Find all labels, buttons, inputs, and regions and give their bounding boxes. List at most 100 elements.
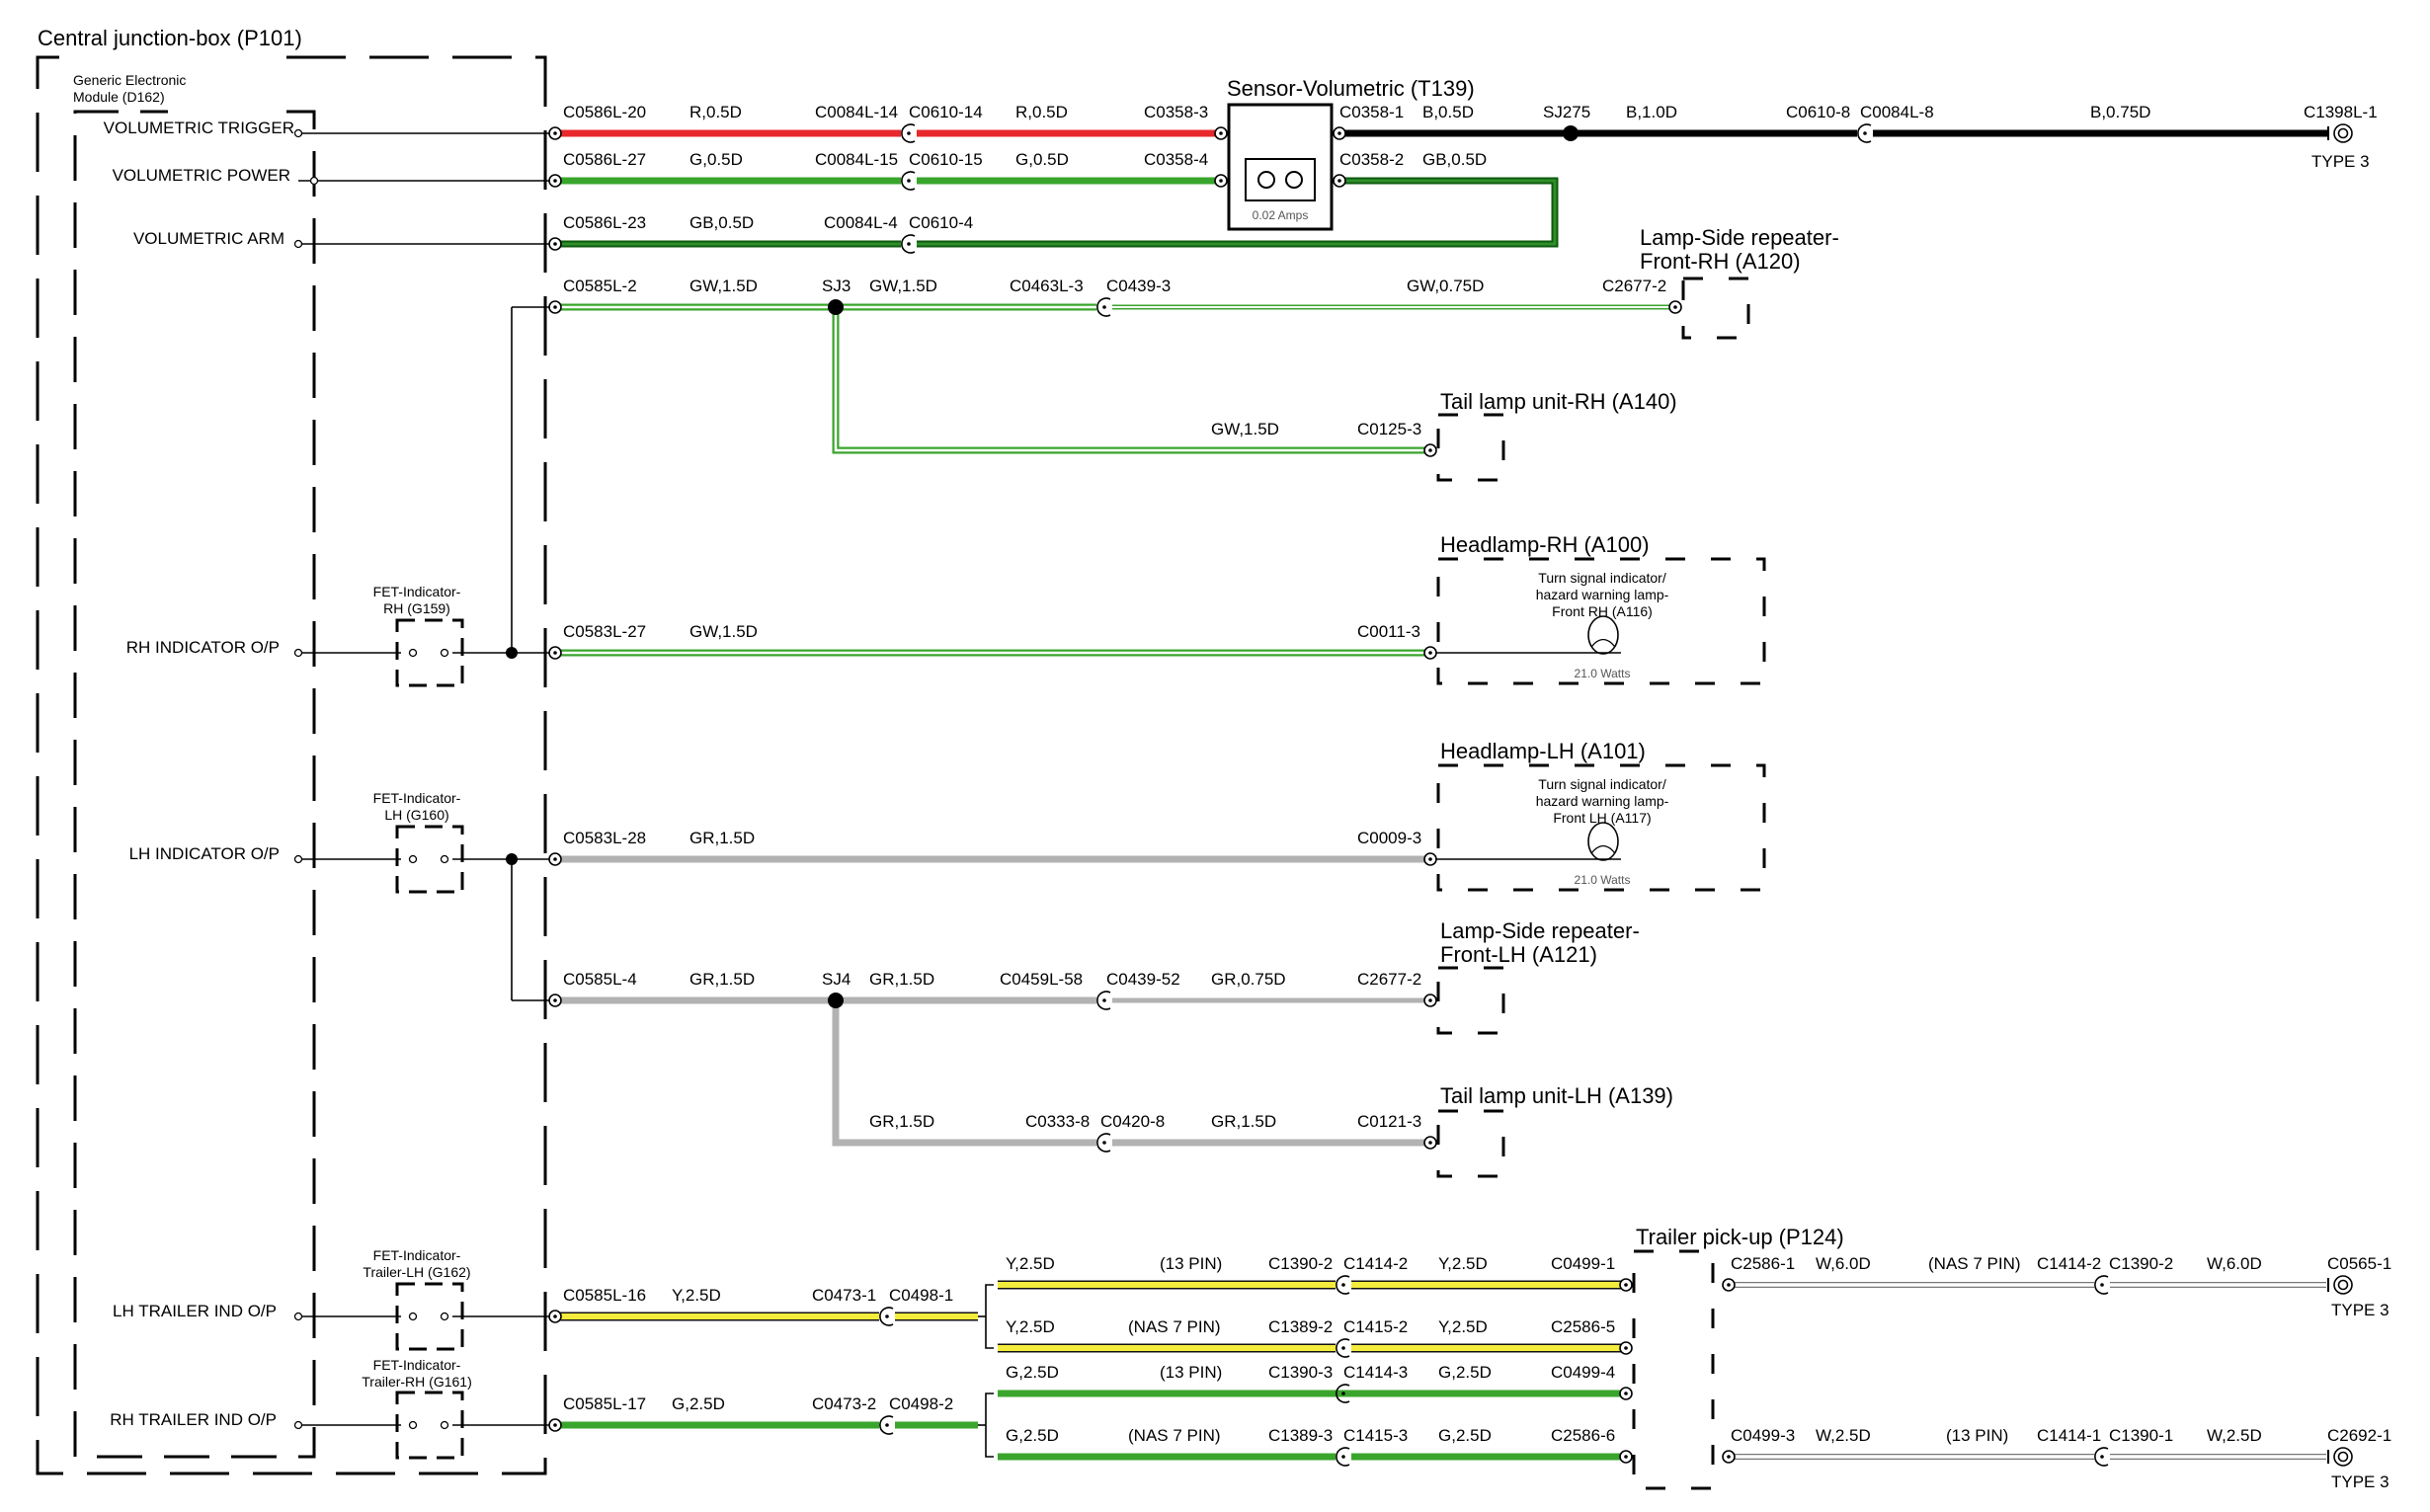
label-r6-a: C0583L-27 [563, 622, 646, 641]
label-t1-f: (13 PIN) [1160, 1254, 1222, 1273]
fet-rh-code: RH (G159) [383, 600, 450, 616]
type3-terminal-2 [2327, 1275, 2353, 1295]
label-t4-j: C1414-1 [2037, 1426, 2101, 1445]
label-t1-d: C0498-1 [889, 1286, 953, 1305]
bulb-rh-line2: hazard warning lamp- [1536, 587, 1669, 602]
repeater-rh-subtitle: Front-RH (A120) [1640, 249, 1801, 274]
label-r7-c: C0009-3 [1357, 829, 1421, 847]
label-t1-i: Y,2.5D [1438, 1254, 1488, 1273]
pin-volumetric-power: VOLUMETRIC POWER [113, 166, 290, 185]
tail-lh-title: Tail lamp unit-LH (A139) [1440, 1083, 1673, 1108]
type3-terminal-3 [2327, 1447, 2353, 1467]
label-r3-d: C0610-4 [909, 213, 973, 232]
wire-white-trailer [1729, 1282, 2326, 1460]
label-t4-c: C1389-3 [1268, 1426, 1333, 1445]
junction-dot-lh [506, 853, 518, 865]
label-t4-k: C1390-1 [2109, 1426, 2173, 1445]
label-r2-e: G,0.5D [1015, 150, 1069, 169]
repeater-rh-title: Lamp-Side repeater- [1640, 225, 1839, 250]
label-t3-c: C0473-2 [812, 1394, 876, 1413]
label-r8-f: C0439-52 [1106, 970, 1180, 989]
label-r1-e: R,0.5D [1015, 103, 1068, 121]
wire-gb-arm [555, 177, 1559, 248]
label-t2-b: (NAS 7 PIN) [1128, 1317, 1221, 1336]
junction-box-title: Central junction-box (P101) [38, 26, 302, 50]
label-r1-n: C1398L-1 [2304, 103, 2378, 121]
label-t4-b: (NAS 7 PIN) [1128, 1426, 1221, 1445]
bulb-rh-line3: Front RH (A116) [1552, 603, 1653, 619]
label-t1-g: C1390-2 [1268, 1254, 1333, 1273]
trailer-branch-brackets [978, 1284, 994, 1458]
label-t3-a: C0585L-17 [563, 1394, 646, 1413]
label-t4-h: W,2.5D [1816, 1426, 1871, 1445]
label-r1-h: B,0.5D [1422, 103, 1474, 121]
label-r1-f: C0358-3 [1144, 103, 1208, 121]
label-t3-h: C1414-3 [1343, 1363, 1408, 1382]
label-r3-a: C0586L-23 [563, 213, 646, 232]
label-t1-a: C0585L-16 [563, 1286, 646, 1305]
label-t1-r: TYPE 3 [2331, 1301, 2390, 1319]
headlamp-lh-title: Headlamp-LH (A101) [1440, 739, 1646, 763]
label-t4-a: G,2.5D [1006, 1426, 1059, 1445]
label-t1-j: C0499-1 [1551, 1254, 1615, 1273]
bulb-lh-line2: hazard warning lamp- [1536, 793, 1669, 809]
label-t1-q: C0565-1 [2327, 1254, 2391, 1273]
pin-rh-indicator: RH INDICATOR O/P [126, 638, 280, 657]
label-r9-e: C0121-3 [1357, 1112, 1421, 1131]
label-r1-j: B,1.0D [1626, 103, 1677, 121]
label-r8-a: C0585L-4 [563, 970, 637, 989]
label-r8-g: GR,0.75D [1211, 970, 1286, 989]
label-r1-b: R,0.5D [689, 103, 742, 121]
label-r8-c: SJ4 [822, 970, 850, 989]
bulb-lh-line3: Front LH (A117) [1553, 810, 1651, 826]
label-t3-j: C0499-4 [1551, 1363, 1615, 1382]
bulb-rh-line1: Turn signal indicator/ [1538, 570, 1666, 586]
label-r8-d: GR,1.5D [869, 970, 934, 989]
sensor-title: Sensor-Volumetric (T139) [1227, 76, 1475, 101]
label-r4-e: C0463L-3 [1010, 277, 1084, 295]
label-t3-f: (13 PIN) [1160, 1363, 1222, 1382]
label-r9-d: GR,1.5D [1211, 1112, 1276, 1131]
label-t1-m: (NAS 7 PIN) [1928, 1254, 2021, 1273]
label-t1-p: W,6.0D [2207, 1254, 2262, 1273]
label-t4-e: G,2.5D [1438, 1426, 1492, 1445]
label-r1-d: C0610-14 [909, 103, 983, 121]
label-t1-h: C1414-2 [1343, 1254, 1408, 1273]
fet-trailer-lh-label: FET-Indicator- [373, 1247, 461, 1263]
label-t4-l: W,2.5D [2207, 1426, 2262, 1445]
fet-trailer-lh: FET-Indicator- Trailer-LH (G162) [363, 1247, 471, 1351]
label-t4-g: C0499-3 [1731, 1426, 1795, 1445]
label-t4-f: C2586-6 [1551, 1426, 1615, 1445]
label-t3-e: G,2.5D [1006, 1363, 1059, 1382]
label-t3-g: C1390-3 [1268, 1363, 1333, 1382]
label-t4-d: C1415-3 [1343, 1426, 1408, 1445]
label-r1-c: C0084L-14 [815, 103, 898, 121]
junction-box-border [36, 55, 547, 1475]
label-t4-i: (13 PIN) [1946, 1426, 2008, 1445]
label-t3-i: G,2.5D [1438, 1363, 1492, 1382]
label-t1-n: C1414-2 [2037, 1254, 2101, 1273]
fet-lh-code: LH (G160) [384, 807, 448, 823]
label-r7-b: GR,1.5D [689, 829, 755, 847]
pin-lh-indicator: LH INDICATOR O/P [129, 844, 280, 863]
bulb-lh: Turn signal indicator/ hazard warning la… [1536, 776, 1669, 887]
label-t2-f: C2586-5 [1551, 1317, 1615, 1336]
label-r6-b: GW,1.5D [689, 622, 758, 641]
label-r2-d: C0610-15 [909, 150, 983, 169]
tail-rh-title: Tail lamp unit-RH (A140) [1440, 389, 1677, 414]
bulb-leads [1430, 652, 1585, 860]
trailer-pickup-title: Trailer pick-up (P124) [1636, 1225, 1844, 1249]
label-r4-f: C0439-3 [1106, 277, 1171, 295]
wire-labels: C0586L-20 R,0.5D C0084L-14 C0610-14 R,0.… [563, 103, 2391, 1491]
label-r4-c: SJ3 [822, 277, 850, 295]
fet-lh: FET-Indicator- LH (G160) [373, 790, 464, 894]
type3-terminal-1 [2327, 123, 2353, 143]
label-r8-h: C2677-2 [1357, 970, 1421, 989]
label-r2-f: C0358-4 [1144, 150, 1208, 169]
label-r1-g: C0358-1 [1339, 103, 1404, 121]
label-t4-n: TYPE 3 [2331, 1472, 2390, 1491]
fet-trailer-rh-label: FET-Indicator- [373, 1357, 461, 1373]
module-border [73, 110, 316, 1459]
label-r9-a: GR,1.5D [869, 1112, 934, 1131]
